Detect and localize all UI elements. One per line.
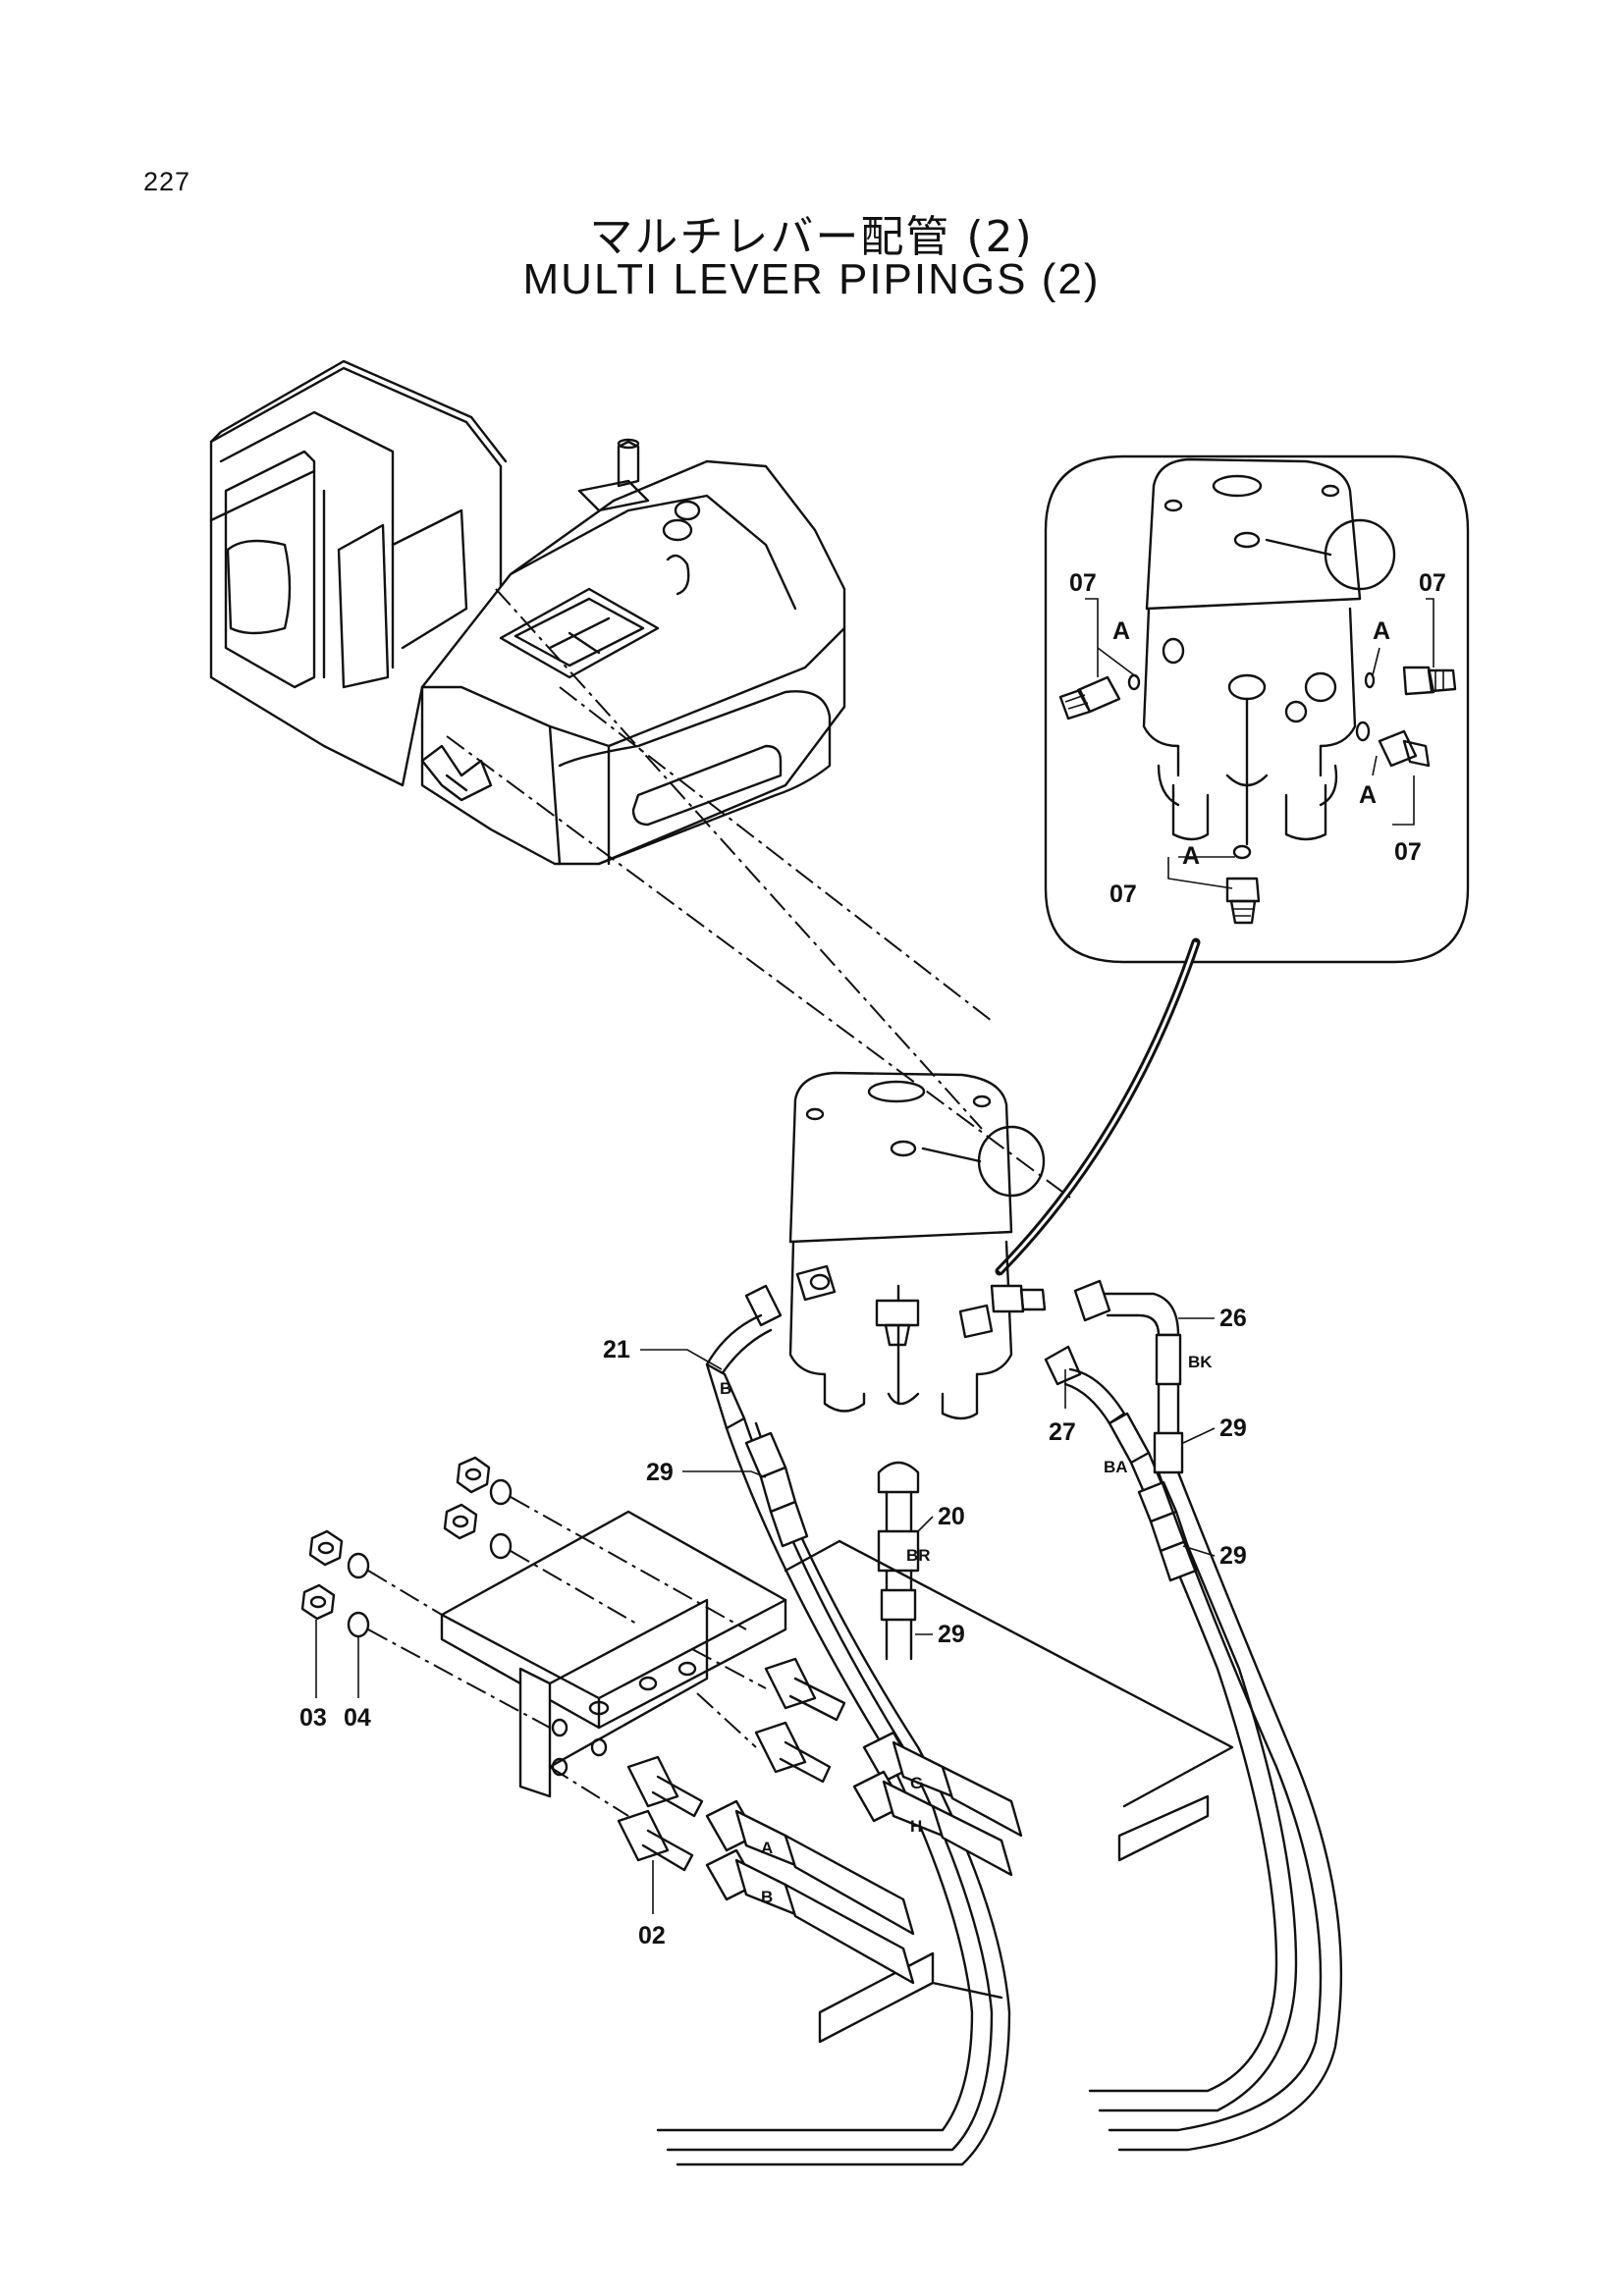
hose-mark-b-lower: B bbox=[761, 1888, 773, 1906]
inset-connector-line bbox=[995, 937, 1201, 1276]
coupler-h bbox=[852, 1770, 1013, 1877]
hose-mark-a: A bbox=[761, 1839, 773, 1857]
hose-mark-g: G bbox=[910, 1774, 923, 1792]
hose-mark-bk: BK bbox=[1188, 1353, 1213, 1371]
callout-29-center: 29 bbox=[938, 1621, 965, 1648]
callout-02: 02 bbox=[638, 1922, 666, 1949]
detail-inset bbox=[1044, 454, 1470, 964]
callout-27: 27 bbox=[1049, 1418, 1076, 1446]
page-number: 227 bbox=[143, 167, 191, 196]
callout-a-upper-right: A bbox=[1373, 617, 1390, 645]
callout-07-bottom: 07 bbox=[1109, 881, 1137, 908]
hose-mark-ba: BA bbox=[1104, 1458, 1128, 1476]
callout-07-right: 07 bbox=[1394, 838, 1422, 866]
hose-mark-br: BR bbox=[906, 1546, 931, 1565]
callout-20: 20 bbox=[938, 1503, 965, 1530]
nuts-and-washers bbox=[300, 1456, 747, 1729]
excavator-illustration bbox=[209, 359, 1071, 1199]
hoses bbox=[656, 1279, 1343, 2166]
title-japanese: マルチレバー配管 (2) bbox=[589, 212, 1034, 262]
callout-21: 21 bbox=[603, 1336, 630, 1363]
callout-03: 03 bbox=[299, 1704, 327, 1732]
title-english: MULTI LEVER PIPINGS (2) bbox=[522, 255, 1101, 303]
fittings bbox=[549, 1648, 846, 1914]
callout-a-lower-right: A bbox=[1359, 781, 1377, 809]
callout-26: 26 bbox=[1219, 1305, 1247, 1332]
callout-a-left: A bbox=[1112, 617, 1130, 645]
callout-04: 04 bbox=[344, 1704, 371, 1732]
callout-07-upper-left: 07 bbox=[1069, 569, 1097, 597]
callout-29-lower-right: 29 bbox=[1219, 1542, 1247, 1570]
callout-29-upper-right: 29 bbox=[1219, 1415, 1247, 1442]
coupler-g bbox=[862, 1731, 1023, 1838]
mounting-bracket bbox=[440, 1510, 1234, 2044]
callout-a-bottom: A bbox=[1182, 842, 1200, 870]
hose-mark-b-upper: B bbox=[720, 1379, 731, 1398]
pilot-valve bbox=[788, 1071, 1047, 1420]
quick-couplers bbox=[705, 1731, 1023, 1985]
coupler-a bbox=[705, 1799, 915, 1936]
hose-mark-h: H bbox=[910, 1817, 922, 1836]
callout-07-upper-right: 07 bbox=[1419, 569, 1446, 597]
coupler-b bbox=[705, 1848, 915, 1985]
callout-29-left: 29 bbox=[646, 1459, 674, 1486]
